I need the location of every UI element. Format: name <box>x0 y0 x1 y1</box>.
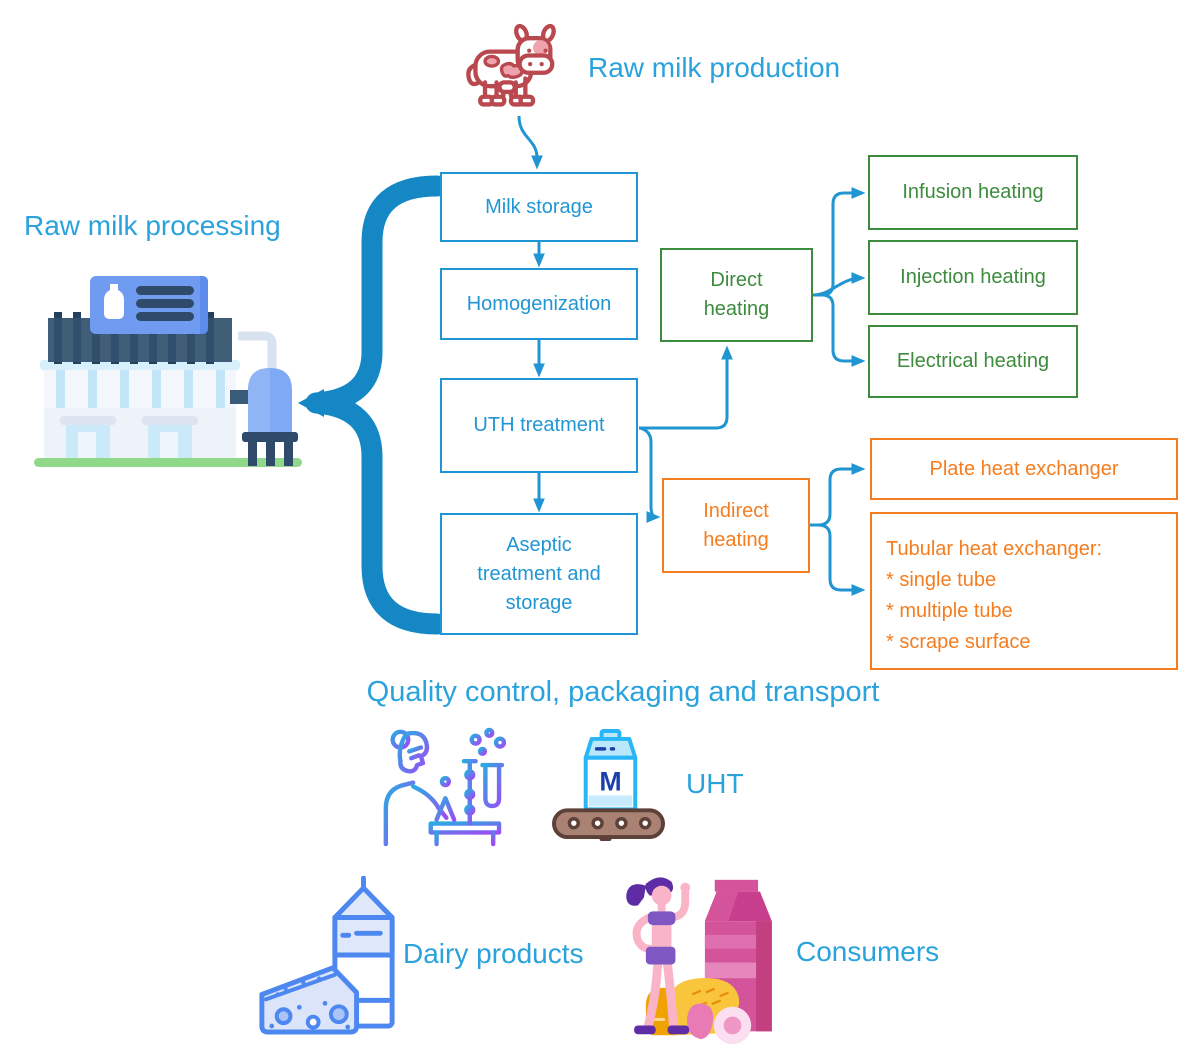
exchanger-label: Plate heat exchanger <box>929 457 1119 480</box>
arrow-direct-to-electrical <box>813 293 866 367</box>
arrow-cow-to-storage <box>517 115 543 170</box>
method-label: Electrical heating <box>896 350 1050 372</box>
raw-milk-processing-heading: Raw milk processing <box>24 210 281 241</box>
step-label: Milk storage <box>485 195 593 218</box>
indirect-heating-box: Indirect heating <box>662 478 810 573</box>
dairy-products-label: Dairy products <box>403 938 584 969</box>
method-label: Injection heating <box>900 266 1046 288</box>
tubular-heat-exchanger-box: Tubular heat exchanger: * single tube * … <box>870 512 1178 670</box>
arrow-indirect-to-plate <box>810 463 866 527</box>
milk-bottle-glyph <box>104 284 124 319</box>
arrow-uth-to-direct-heating <box>639 345 733 430</box>
direct-heating-label: Direct heating <box>703 269 770 320</box>
quality-control-heading: Quality control, packaging and transport <box>366 676 880 708</box>
arrow-uth-to-indirect-heating <box>639 426 661 523</box>
carton-letter: M <box>599 766 621 796</box>
egg <box>686 1003 752 1045</box>
infusion-heating-box: Infusion heating <box>868 155 1078 230</box>
arrow-direct-to-injection <box>812 272 866 297</box>
arrow-indirect-to-tubular <box>810 523 866 596</box>
step-homogenization: Homogenization <box>440 268 638 340</box>
step-label: Homogenization <box>466 292 612 315</box>
method-label: Infusion heating <box>902 181 1044 203</box>
indirect-heating-label: Indirect heating <box>703 499 769 551</box>
tubular-title: Tubular heat exchanger: <box>886 538 1103 560</box>
tubular-item: * scrape surface <box>886 631 1031 653</box>
consumers-label: Consumers <box>796 936 940 967</box>
uht-label: UHT <box>686 768 744 799</box>
milk-carton-conveyor-icon: M <box>552 729 666 842</box>
electrical-heating-box: Electrical heating <box>868 325 1078 398</box>
curly-brace <box>298 175 448 635</box>
woman-figure <box>626 877 691 1035</box>
tubular-item: * multiple tube <box>886 600 1013 622</box>
factory-icon <box>34 276 302 467</box>
step-aseptic-treatment: Aseptic treatment and storage <box>440 513 638 635</box>
raw-milk-production-heading: Raw milk production <box>588 52 841 83</box>
cow-icon <box>466 23 556 107</box>
step-label: UTH treatment <box>473 414 605 436</box>
step-milk-storage: Milk storage <box>440 172 638 242</box>
injection-heating-box: Injection heating <box>868 240 1078 315</box>
step-label: Aseptic treatment and storage <box>477 533 601 614</box>
consumer-icon <box>626 877 772 1045</box>
plate-heat-exchanger-box: Plate heat exchanger <box>870 438 1178 500</box>
direct-heating-box: Direct heating <box>660 248 813 342</box>
tubular-item: * single tube <box>886 569 997 591</box>
step-uth-treatment: UTH treatment <box>440 378 638 473</box>
scientist-icon <box>375 727 506 847</box>
cheese-and-milk-icon <box>259 876 395 1035</box>
